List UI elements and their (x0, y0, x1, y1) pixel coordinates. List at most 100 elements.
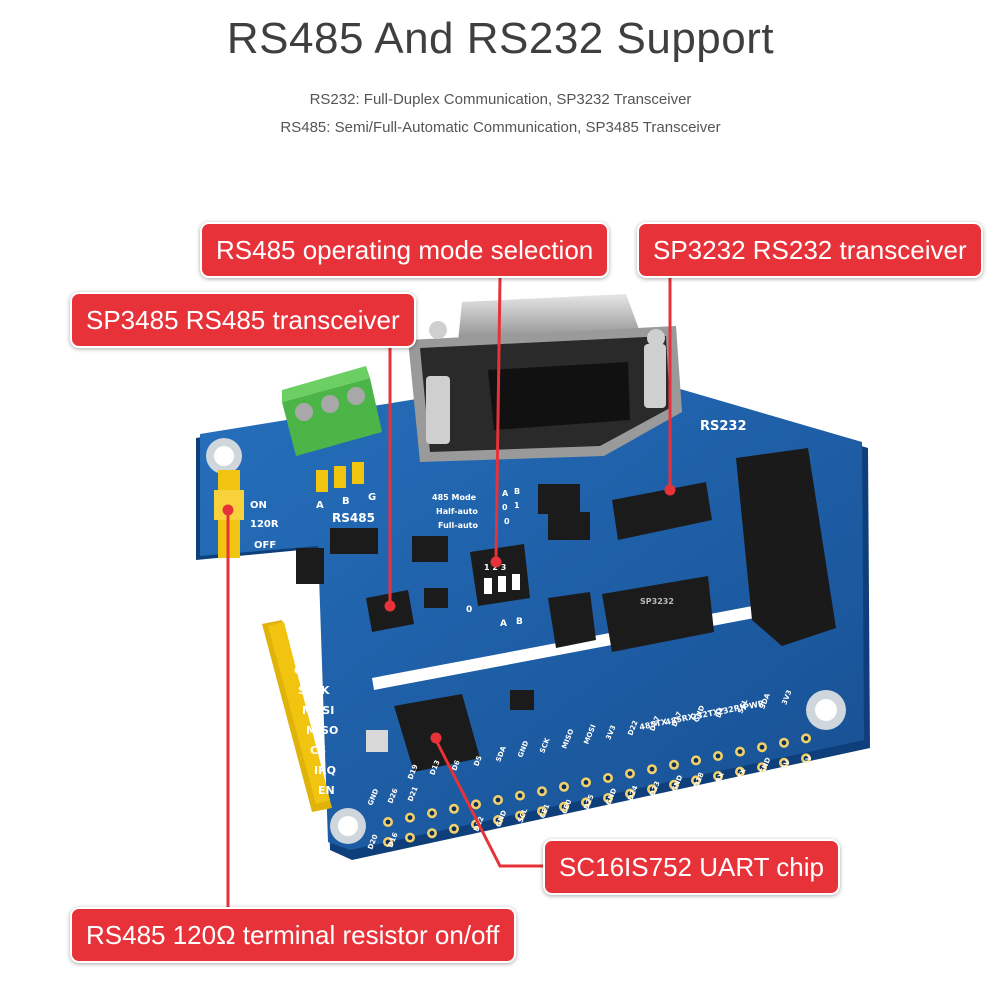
gpio-hole-center (627, 791, 633, 796)
callout-uart-chip: SC16IS752 UART chip (543, 839, 840, 895)
gpio-hole-center (517, 813, 523, 818)
spi-label-cs: CS (310, 744, 326, 757)
callout-terminal-resistor: RS485 120Ω terminal resistor on/off (70, 907, 516, 963)
gpio-hole-center (407, 835, 413, 840)
subtitle-rs232: RS232: Full-Duplex Communication, SP3232… (309, 91, 692, 108)
terminal-a: A (316, 500, 324, 511)
subtitle-rs485: RS485: Semi/Full-Automatic Communication… (280, 119, 721, 136)
spi-label-miso: MISO (306, 724, 338, 737)
small-components (296, 484, 590, 710)
gpio-hole-center (385, 819, 391, 825)
label-rs232: RS232 (700, 419, 747, 434)
jumper-off: OFF (254, 540, 276, 551)
gpio-hole-center (627, 771, 633, 776)
spi-label-irq: IRQ (314, 764, 336, 777)
leader-lines (222, 277, 676, 908)
gpio-hole-center (715, 753, 721, 759)
gpio-hole-center (693, 758, 699, 763)
db9-connector (408, 294, 682, 462)
gpio-hole-center (671, 782, 677, 788)
gpio-hole-center (781, 760, 787, 766)
mode-col-a: A (502, 489, 509, 498)
gpio-hole-center (539, 808, 545, 814)
ic-regulator (548, 592, 596, 648)
gpio-bottom-15: 5V (802, 754, 813, 767)
gpio-hole-center (649, 766, 655, 772)
mode-half-auto: Half-auto (436, 507, 478, 516)
switch-label-b: B (516, 617, 523, 627)
gpio-hole-center (407, 815, 413, 820)
abg-pin-header (316, 462, 364, 492)
callout-sp3485: SP3485 RS485 transceiver (70, 292, 416, 348)
gpio-hole-center (473, 802, 479, 807)
gpio-hole-center (495, 817, 501, 823)
switch-label-a: A (500, 619, 507, 629)
spi-labels: VCC GND SCLK MOSI MISO CS IRQ EN (290, 644, 338, 797)
gpio-hole-center (715, 773, 721, 779)
gpio-hole-center (495, 797, 501, 803)
dip-switch (470, 544, 530, 606)
gpio-hole-center (451, 806, 457, 812)
mode-val-1: 0 (502, 503, 508, 512)
chip-mark: SP3232 (640, 597, 674, 606)
gpio-hole-center (561, 804, 567, 810)
spi-label-vcc: VCC (290, 644, 315, 657)
gpio-hole-center (693, 778, 699, 783)
gpio-hole-center (605, 775, 611, 781)
gpio-hole-center (583, 780, 589, 785)
spi-label-sclk: SCLK (298, 684, 330, 697)
gpio-bottom-14: 5V (780, 758, 791, 771)
gpio-hole-center (385, 839, 391, 845)
mode-full-auto: Full-auto (438, 521, 478, 530)
gpio-hole-center (803, 736, 809, 741)
spi-label-en: EN (318, 784, 335, 797)
terminal-b: B (342, 496, 350, 507)
ic-sp3232-small (602, 576, 714, 652)
gpio-bottom-11: RX (714, 771, 726, 785)
screw-terminal (282, 366, 382, 456)
gpio-top-2: D6 (450, 759, 461, 772)
gpio-hole-center (649, 786, 655, 792)
label-rs485: RS485 (332, 511, 375, 525)
gpio-hole-center (737, 749, 743, 754)
callout-mode-selection: RS485 operating mode selection (200, 222, 610, 278)
gpio-hole-center (429, 810, 435, 816)
led-label-pwr: PWR (743, 699, 765, 712)
spi-header (262, 620, 332, 812)
jumper-on: ON (250, 500, 267, 511)
mount-holes (206, 438, 846, 844)
gpio-hole-center (781, 740, 787, 746)
page-title: RS485 And RS232 Support (226, 14, 775, 63)
mode-val-3: 0 (504, 517, 510, 526)
gpio-hole-center (517, 793, 523, 798)
jumper-120r: 120R (250, 519, 279, 530)
gpio-hole-center (539, 788, 545, 794)
gpio-top-3: D5 (472, 755, 483, 768)
callout-sp3232: SP3232 RS232 transceiver (637, 222, 983, 278)
mode-table-header: 485 Mode (432, 493, 477, 502)
side-connector (736, 448, 836, 646)
spi-label-mosi: MOSI (302, 704, 334, 717)
mode-val-2: 1 (514, 501, 520, 510)
gpio-top-14: D4 (714, 706, 725, 719)
ic-sp3232 (612, 482, 712, 540)
gpio-hole-center (605, 795, 611, 801)
gpio-bottom-12: TX (736, 767, 747, 780)
gpio-hole-center (759, 764, 765, 770)
gpio-hole-center (429, 830, 435, 836)
gpio-hole-center (803, 756, 809, 761)
gpio-hole-center (583, 800, 589, 805)
mode-col-b: B (514, 487, 520, 496)
gpio-hole-center (561, 784, 567, 790)
terminal-g: G (368, 492, 376, 503)
gpio-hole-center (737, 769, 743, 774)
gpio-hole-center (671, 762, 677, 768)
gpio-holes (383, 733, 811, 847)
switch-numbers: 1 2 3 (484, 563, 506, 572)
crystal (366, 730, 388, 752)
switch-label-0: 0 (466, 605, 472, 615)
gpio-hole-center (451, 826, 457, 832)
spi-label-gnd: GND (294, 664, 321, 677)
gpio-hole-center (759, 744, 765, 750)
